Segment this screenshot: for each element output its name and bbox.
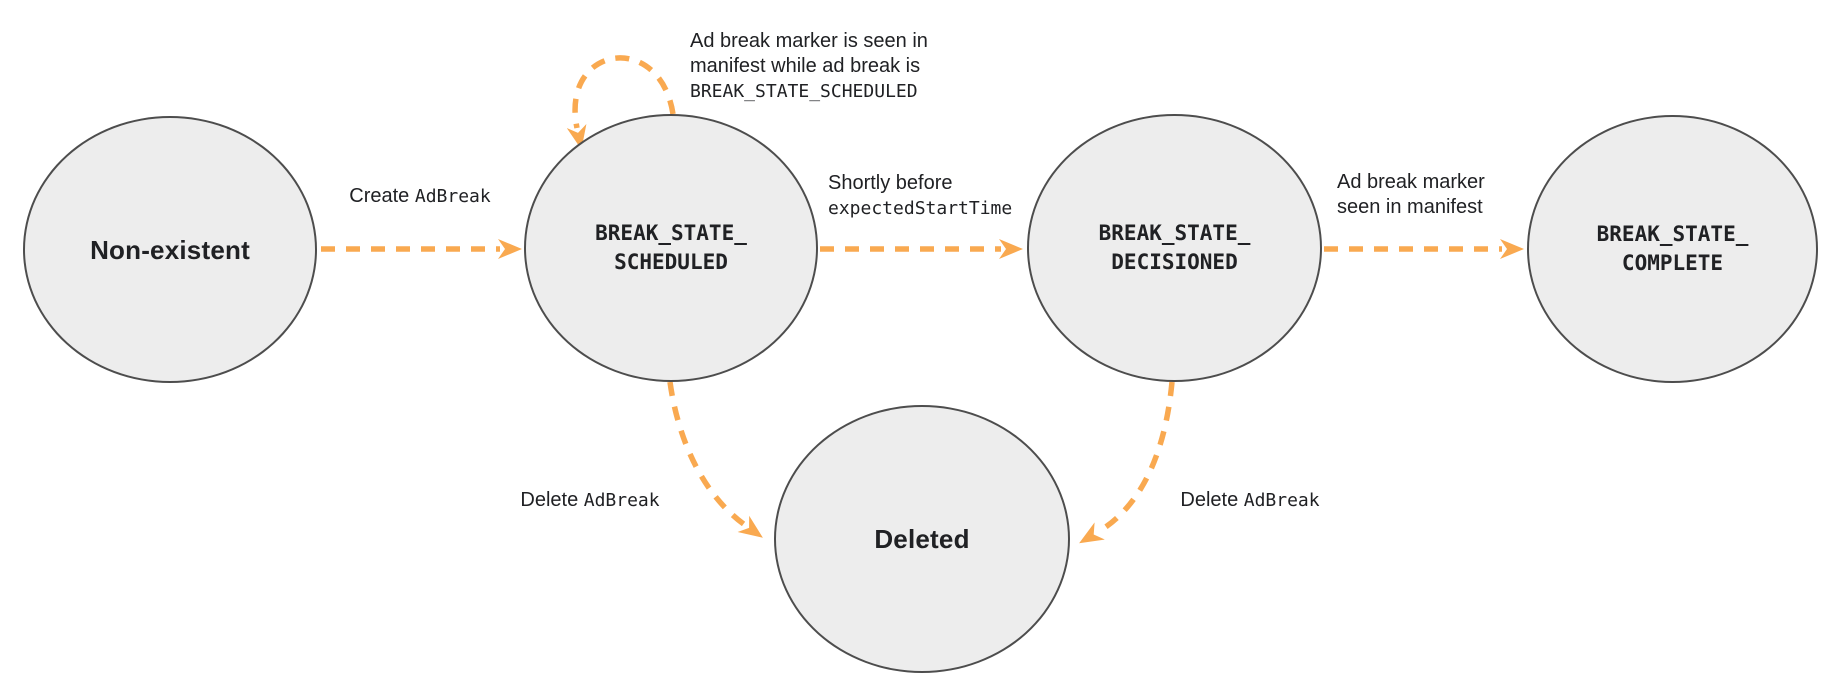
edge-label-code: AdBreak xyxy=(583,490,660,511)
edge-label-code: expectedStartTime xyxy=(828,198,1013,219)
edge-delete-from-decisioned-arrow xyxy=(1079,381,1175,544)
state-label-deleted: Deleted xyxy=(874,524,970,554)
edge-label-code: AdBreak xyxy=(1243,490,1320,511)
edge-label-create-adbreak: Create AdBreak xyxy=(320,184,520,209)
state-label-non-existent: Non-existent xyxy=(90,234,250,265)
edge-label-delete-from-scheduled: Delete AdBreak xyxy=(490,488,690,513)
state-label-break-state-decisioned: BREAK_STATE_ DECISIONED xyxy=(1098,221,1251,274)
state-node-non-existent: Non-existent xyxy=(23,116,317,383)
state-node-deleted: Deleted xyxy=(774,405,1070,673)
state-node-break-state-complete: BREAK_STATE_ COMPLETE xyxy=(1527,115,1818,383)
edge-label-text: Ad break marker seen in manifest xyxy=(1337,171,1485,218)
edge-label-delete-from-decisioned: Delete AdBreak xyxy=(1150,488,1350,513)
edge-label-code: AdBreak xyxy=(414,186,491,207)
edge-delete-from-scheduled-arrow xyxy=(667,381,763,538)
edge-label-code: BREAK_STATE_SCHEDULED xyxy=(690,81,918,102)
edge-label-text: Delete xyxy=(520,489,579,511)
edge-label-shortly-before: Shortly before expectedStartTime xyxy=(828,171,1012,221)
edge-label-text: Shortly before xyxy=(828,172,953,194)
edge-self-loop-arrow xyxy=(566,55,676,150)
edge-label-text: Ad break marker is seen in manifest whil… xyxy=(690,30,928,77)
edge-label-text: Create xyxy=(349,185,410,207)
edge-label-text: Delete xyxy=(1180,489,1239,511)
edge-label-marker-seen: Ad break marker seen in manifest xyxy=(1337,170,1485,220)
state-label-break-state-complete: BREAK_STATE_ COMPLETE xyxy=(1596,222,1749,275)
state-node-break-state-decisioned: BREAK_STATE_ DECISIONED xyxy=(1027,114,1322,382)
state-label-break-state-scheduled: BREAK_STATE_ SCHEDULED xyxy=(595,221,747,274)
state-node-break-state-scheduled: BREAK_STATE_ SCHEDULED xyxy=(524,114,818,382)
edge-label-self-loop: Ad break marker is seen in manifest whil… xyxy=(690,29,928,104)
